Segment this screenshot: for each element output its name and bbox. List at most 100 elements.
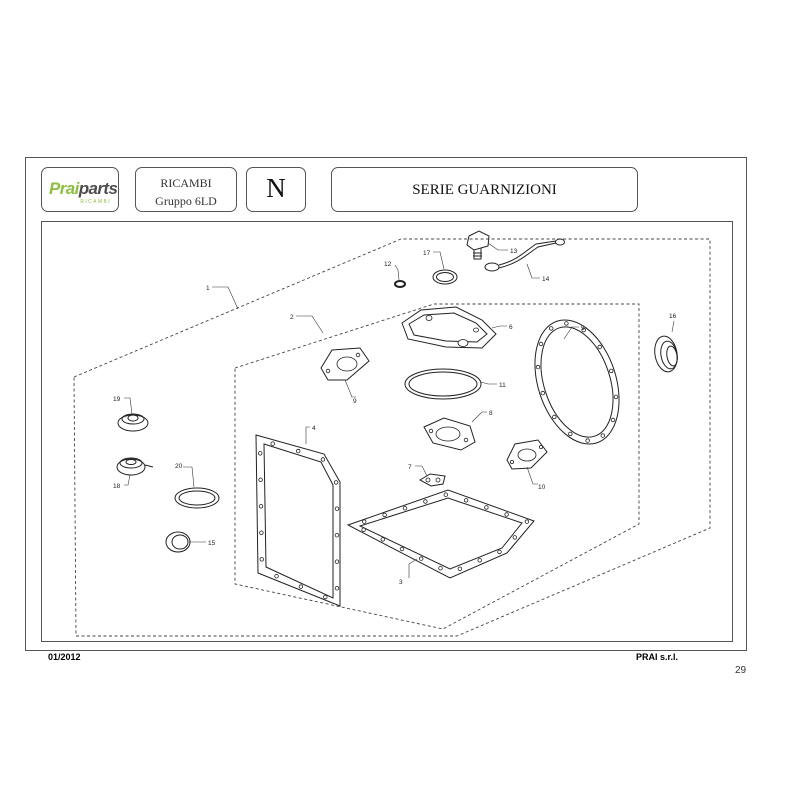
callout-7: 7 (408, 464, 412, 471)
bolt-hole (380, 537, 385, 542)
logo-box: Praiparts RICAMBI (41, 167, 119, 212)
bolt-hole (610, 417, 616, 423)
callout-13: 13 (510, 248, 518, 255)
part-7-small-gasket (418, 473, 446, 487)
footer-company: PRAI s.r.l. (636, 652, 679, 662)
logo-text-main: Prai (49, 179, 79, 198)
callout-8: 8 (489, 410, 493, 417)
bolt-hole (270, 441, 275, 446)
bolt-hole (334, 533, 340, 538)
bolt-hole (334, 586, 340, 591)
bolt-hole (320, 457, 326, 462)
bolt-hole (568, 431, 573, 437)
part-15-oil-seal (165, 531, 191, 553)
bolt-hole (585, 438, 590, 443)
part-6-head-cover-gasket (401, 306, 497, 349)
diagram-frame: 1 2 3 4 5 6 7 8 9 10 11 12 13 14 15 16 1… (41, 221, 733, 642)
part-13-plug (466, 230, 490, 260)
callout-9: 9 (353, 398, 357, 405)
callout-10: 10 (538, 484, 546, 491)
part-19-seal (117, 413, 149, 432)
callout-16: 16 (669, 313, 677, 320)
bolt-hole (296, 448, 301, 454)
callout-3: 3 (399, 579, 403, 586)
bolt-hole (597, 344, 602, 350)
bolt-hole (524, 519, 530, 524)
bolt-hole (463, 498, 469, 503)
part-16-oil-seal (654, 335, 678, 373)
callout-12: 12 (384, 261, 392, 268)
callout-18: 18 (113, 483, 121, 490)
part-9-flange-gasket (320, 347, 370, 381)
callout-labels: 1 2 3 4 5 6 7 8 9 10 11 12 13 14 15 16 1… (113, 248, 677, 586)
callout-14: 14 (542, 276, 550, 283)
callout-2: 2 (290, 314, 294, 321)
bolt-hole (259, 530, 264, 535)
bolt-hole (298, 584, 304, 589)
bolt-hole (609, 368, 614, 374)
bolt-hole (333, 480, 339, 485)
bolt-hole (362, 519, 367, 524)
praiparts-logo: Praiparts (49, 179, 118, 199)
part-5-cover-gasket (534, 319, 620, 445)
group-label: Gruppo 6LD (155, 194, 217, 208)
callout-17: 17 (423, 250, 431, 257)
part-20-seal-ring (174, 487, 220, 509)
bolt-hole (258, 477, 263, 482)
bolt-hole (382, 512, 387, 518)
callout-19: 19 (113, 396, 121, 403)
page-title: SERIE GUARNIZIONI (412, 182, 557, 198)
bolt-hole (552, 414, 557, 420)
catalog-sheet: Praiparts RICAMBI RICAMBI Gruppo 6LD N S… (25, 157, 747, 651)
bolt-hole (512, 535, 517, 540)
bolt-hole (419, 556, 424, 561)
logo-text-accent: parts (78, 179, 118, 198)
bolt-hole (402, 506, 408, 511)
logo-subtitle: RICAMBI (80, 199, 111, 205)
bolt-hole (361, 527, 366, 532)
callout-15: 15 (208, 540, 216, 547)
bolt-hole (258, 504, 264, 509)
bolt-hole (564, 321, 569, 326)
bolt-hole (581, 327, 586, 333)
bolt-hole (549, 326, 554, 331)
ricambi-label: RICAMBI (160, 176, 212, 190)
bolt-hole (538, 341, 544, 347)
callout-5: 5 (581, 325, 585, 332)
exploded-gasket-diagram: 1 2 3 4 5 6 7 8 9 10 11 12 13 14 15 16 1… (73, 230, 711, 637)
page-number: 29 (735, 665, 747, 676)
bolt-hole (438, 566, 443, 571)
part-10-flange-gasket (506, 439, 548, 470)
kit-2-boundary (234, 303, 640, 630)
callout-6: 6 (509, 324, 513, 331)
part-8-flange-gasket (423, 417, 476, 451)
bolt-hole (423, 499, 428, 504)
bolt-hole (600, 433, 605, 438)
bolt-hole (334, 506, 340, 511)
bolt-hole (399, 546, 405, 552)
part-17-seal-ring (432, 269, 458, 285)
section-letter: N (266, 173, 286, 203)
part-3-oil-pan-gasket (346, 489, 535, 579)
section-letter-box: N (246, 167, 306, 212)
kit-1-boundary (73, 238, 711, 637)
ricambi-box: RICAMBI Gruppo 6LD (135, 167, 237, 212)
title-box: SERIE GUARNIZIONI (331, 167, 638, 212)
bolt-hole (613, 394, 619, 400)
callout-4: 4 (312, 425, 316, 432)
part-11-o-ring (404, 368, 482, 400)
bolt-hole (497, 549, 502, 555)
bolt-hole (443, 492, 448, 497)
bolt-hole (484, 505, 489, 510)
part-18-seal (116, 457, 154, 476)
bolt-hole (259, 557, 264, 562)
bolt-hole (334, 559, 340, 564)
bolt-hole (457, 566, 463, 571)
callout-11: 11 (499, 382, 506, 389)
bolt-hole (477, 558, 482, 563)
leader-lines (124, 242, 675, 578)
bolt-hole (323, 594, 328, 600)
bolt-hole (540, 390, 545, 396)
callout-1: 1 (206, 285, 210, 292)
callout-20: 20 (175, 463, 183, 470)
